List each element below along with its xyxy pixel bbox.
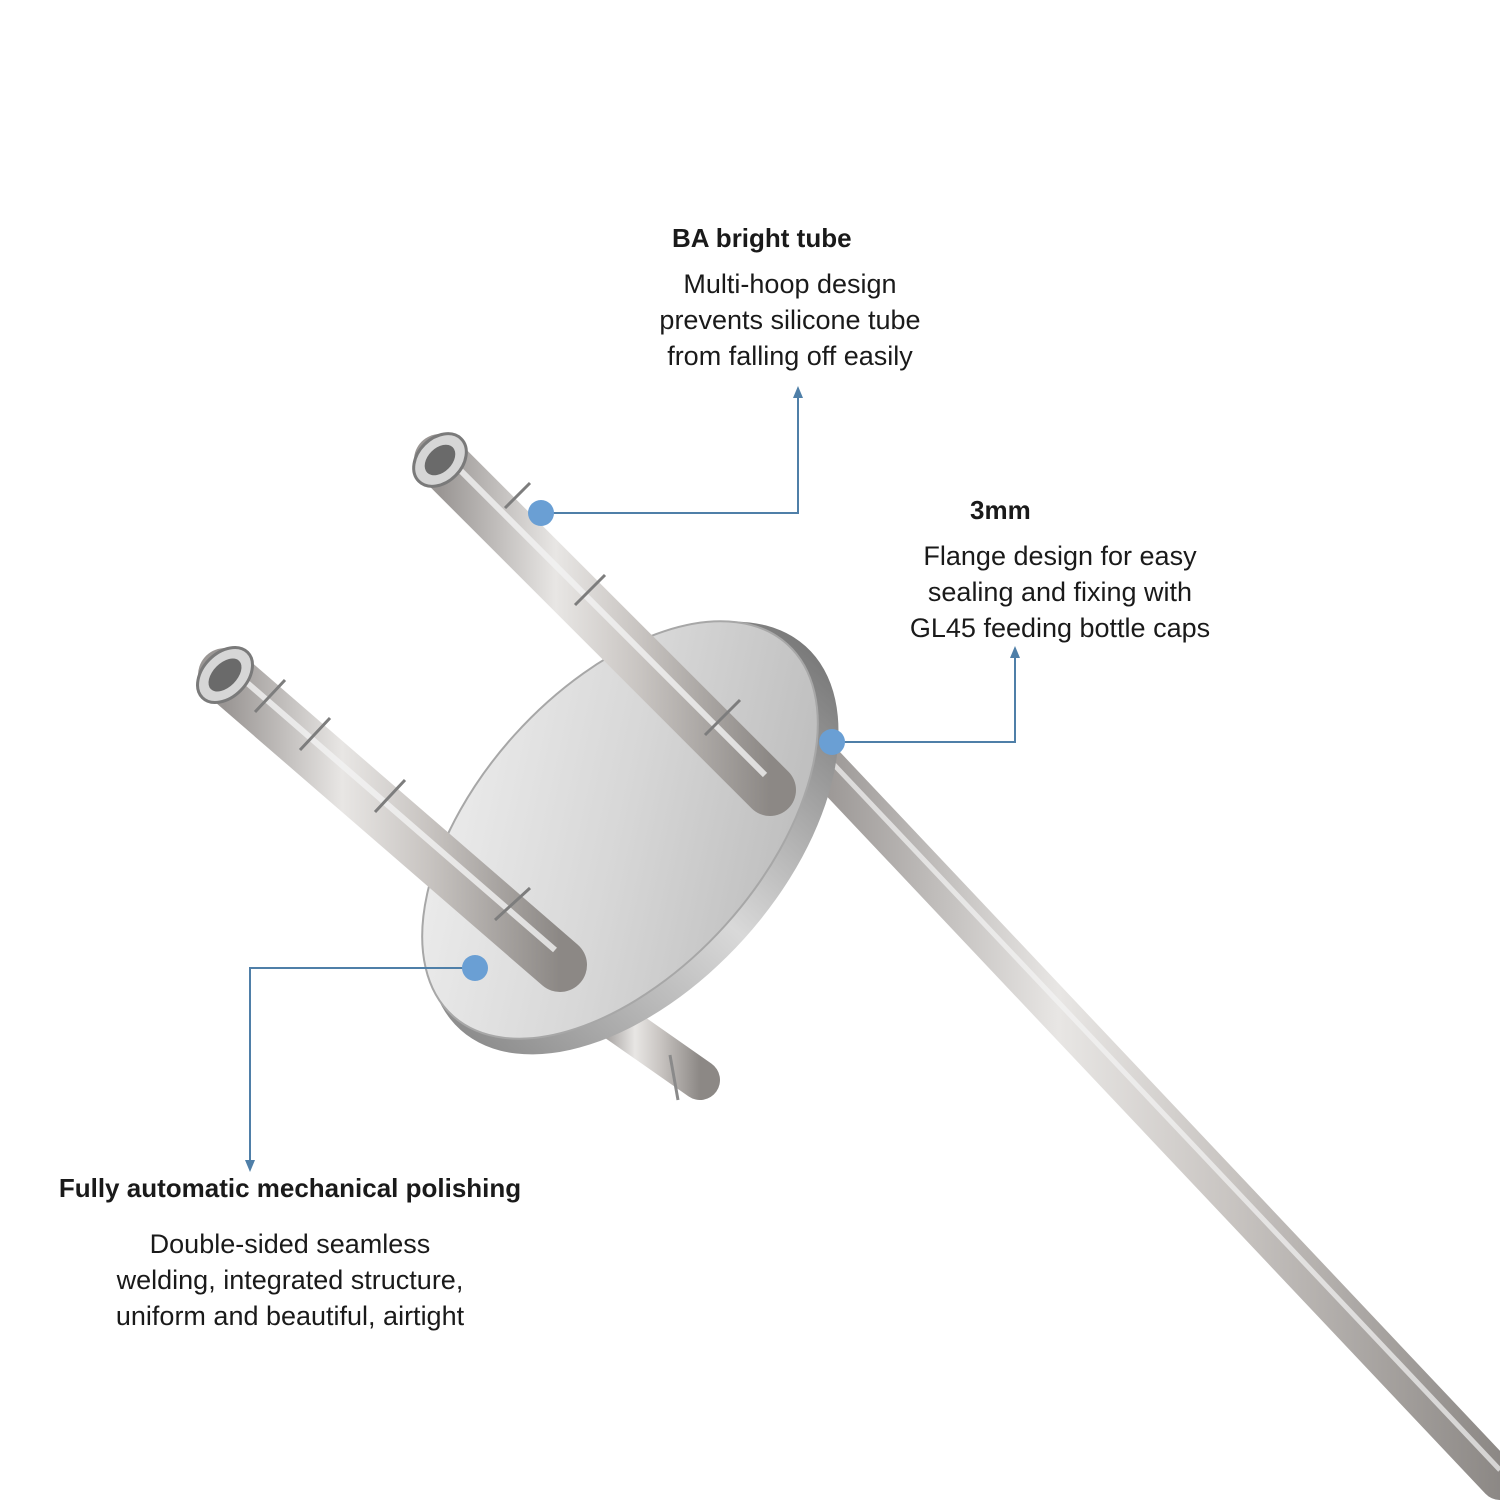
- description-line: uniform and beautiful, airtight: [115, 1301, 465, 1331]
- polishing-title: Fully automatic mechanical polishing: [58, 1173, 522, 1203]
- bright-tube-leader: [541, 390, 799, 514]
- flange-arrowhead: [1010, 646, 1020, 658]
- polishing-leader: [249, 967, 475, 1168]
- description-line: prevents silicone tube: [659, 305, 921, 335]
- description-line: Double-sided seamless: [149, 1229, 431, 1259]
- description-line: sealing and fixing with: [927, 577, 1193, 607]
- main-rod: [800, 740, 1500, 1500]
- bright-tube-description: Multi-hoop design prevents silicone tube…: [600, 266, 980, 374]
- bright-tube-marker-dot: [528, 500, 554, 526]
- flange-title: 3mm: [970, 495, 1031, 525]
- polishing-callout: Fully automatic mechanical polishing Dou…: [30, 1172, 550, 1334]
- description-line: Flange design for easy: [923, 541, 1197, 571]
- bright-tube-title: BA bright tube: [672, 223, 852, 253]
- marker-dots: [462, 500, 845, 981]
- polishing-description: Double-sided seamless welding, integrate…: [30, 1226, 550, 1334]
- flange-leader: [832, 650, 1016, 743]
- flange-description: Flange design for easy sealing and fixin…: [860, 538, 1260, 646]
- polishing-marker-dot: [462, 955, 488, 981]
- description-line: Multi-hoop design: [683, 269, 897, 299]
- bright-tube-arrowhead: [793, 386, 803, 398]
- leader-lines: [245, 386, 1020, 1172]
- upper-barb-tube: [412, 432, 796, 816]
- bright-tube-callout: BA bright tube Multi-hoop design prevent…: [600, 222, 980, 374]
- polishing-arrowhead: [245, 1160, 255, 1172]
- description-line: from falling off easily: [667, 341, 913, 371]
- flange-marker-dot: [819, 729, 845, 755]
- description-line: GL45 feeding bottle caps: [909, 613, 1211, 643]
- flange-callout: 3mm Flange design for easy sealing and f…: [860, 494, 1260, 646]
- lower-barb-tube: [196, 646, 587, 992]
- description-line: welding, integrated structure,: [116, 1265, 464, 1295]
